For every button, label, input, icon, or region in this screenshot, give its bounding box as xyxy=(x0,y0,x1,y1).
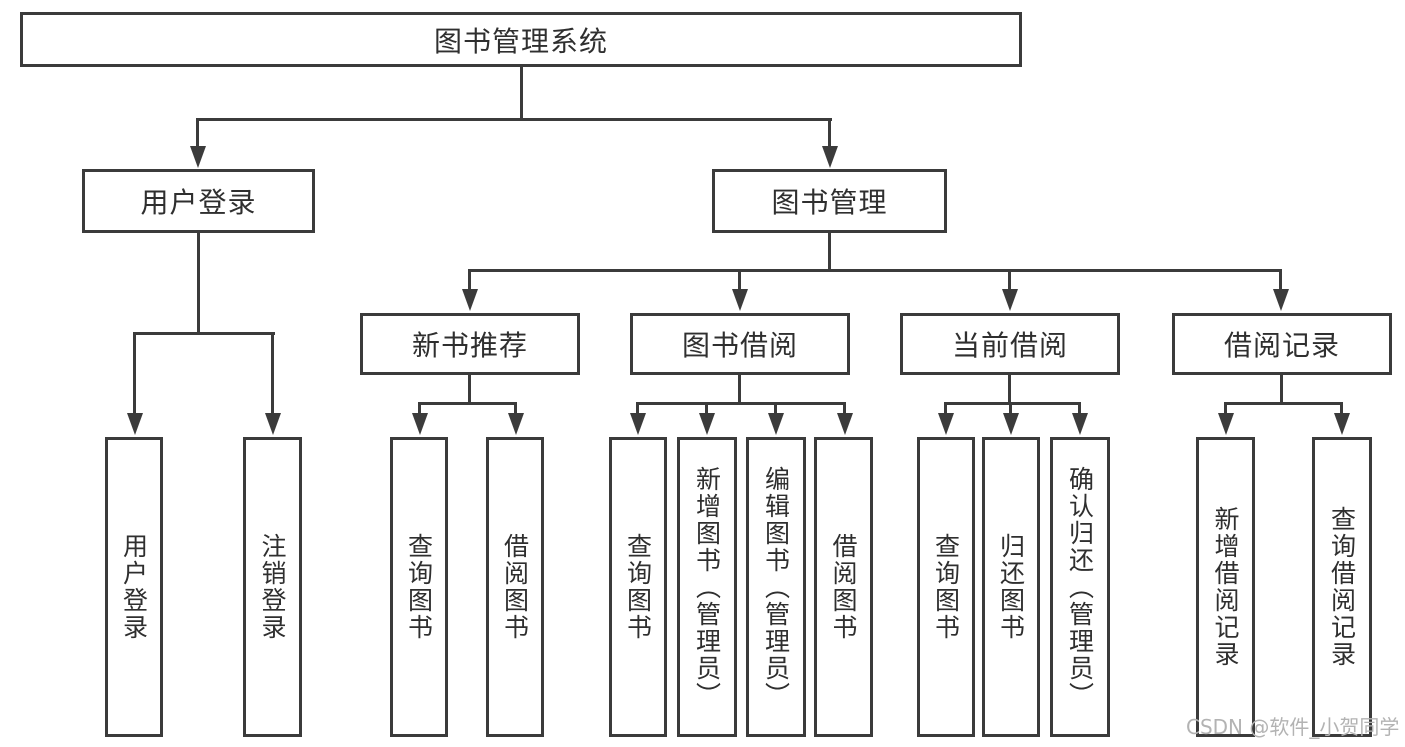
node-label: 用户登录 xyxy=(140,186,257,219)
arrowhead-down xyxy=(1273,289,1289,311)
arrowhead-down xyxy=(1072,413,1088,435)
leaf-add-books-admin: 新增图书（管理员） xyxy=(677,437,737,737)
connector-line xyxy=(520,67,523,120)
leaf-label: 确认归还（管理员） xyxy=(1065,465,1095,709)
arrowhead-down xyxy=(822,146,838,168)
leaf-logout: 注销登录 xyxy=(243,437,302,737)
leaf-label: 查询借阅记录 xyxy=(1327,506,1357,668)
leaf-label: 查询图书 xyxy=(623,533,653,641)
connector-line xyxy=(1008,269,1011,290)
arrowhead-down xyxy=(938,413,954,435)
connector-line xyxy=(418,402,517,405)
connector-line xyxy=(418,402,421,415)
connector-line xyxy=(1008,375,1011,404)
connector-line xyxy=(196,118,199,146)
connector-line xyxy=(468,269,471,290)
connector-line xyxy=(1280,375,1283,404)
arrowhead-down xyxy=(462,289,478,311)
node-new-book-recommendation: 新书推荐 xyxy=(360,313,580,375)
arrowhead-down xyxy=(1002,289,1018,311)
node-label: 新书推荐 xyxy=(411,329,528,362)
connector-line xyxy=(944,402,947,415)
connector-line xyxy=(271,332,274,413)
leaf-query-books-current: 查询图书 xyxy=(917,437,975,737)
leaf-edit-books-admin: 编辑图书（管理员） xyxy=(746,437,806,737)
leaf-query-books-borrowing: 查询图书 xyxy=(609,437,667,737)
node-label: 借阅记录 xyxy=(1223,329,1340,362)
connector-line xyxy=(197,233,200,334)
arrowhead-down xyxy=(837,413,853,435)
connector-line xyxy=(468,269,1282,272)
arrowhead-down xyxy=(190,146,206,168)
node-label: 当前借阅 xyxy=(951,329,1068,362)
leaf-query-books-recommendation: 查询图书 xyxy=(390,437,448,737)
node-user-login: 用户登录 xyxy=(82,169,315,233)
connector-line xyxy=(1009,402,1012,415)
arrowhead-down xyxy=(630,413,646,435)
node-label: 图书管理系统 xyxy=(433,24,608,58)
connector-line xyxy=(843,402,846,415)
leaf-return-books: 归还图书 xyxy=(982,437,1040,737)
connector-line xyxy=(1224,402,1227,415)
arrowhead-down xyxy=(768,413,784,435)
leaf-label: 查询图书 xyxy=(404,533,434,641)
arrowhead-down xyxy=(1003,413,1019,435)
leaf-user-login: 用户登录 xyxy=(105,437,163,737)
connector-line xyxy=(828,233,831,271)
connector-line xyxy=(514,402,517,415)
arrowhead-down xyxy=(508,413,524,435)
arrowhead-down xyxy=(127,413,143,435)
node-book-management: 图书管理 xyxy=(712,169,947,233)
leaf-add-borrow-record: 新增借阅记录 xyxy=(1196,437,1255,737)
arrowhead-down xyxy=(1218,413,1234,435)
node-label: 图书借阅 xyxy=(681,329,798,362)
leaf-label: 借阅图书 xyxy=(829,533,858,641)
arrowhead-down xyxy=(1334,413,1350,435)
connector-line xyxy=(705,402,708,415)
node-label: 图书管理 xyxy=(771,186,888,219)
leaf-label: 归还图书 xyxy=(996,533,1026,641)
connector-line xyxy=(636,402,846,405)
connector-line xyxy=(738,375,741,404)
leaf-label: 查询图书 xyxy=(931,533,961,641)
leaf-label: 编辑图书（管理员） xyxy=(761,465,791,709)
connector-line xyxy=(738,269,741,290)
connector-line xyxy=(774,402,777,415)
connector-line xyxy=(133,332,275,335)
node-root-library-system: 图书管理系统 xyxy=(20,12,1022,67)
connector-line xyxy=(1340,402,1343,415)
csdn-watermark: CSDN @软件_小贺同学 xyxy=(1186,715,1400,739)
arrowhead-down xyxy=(265,413,281,435)
leaf-label: 借阅图书 xyxy=(500,533,530,641)
leaf-borrow-books-recommendation: 借阅图书 xyxy=(486,437,544,737)
arrowhead-down xyxy=(699,413,715,435)
connector-line xyxy=(133,332,136,413)
arrowhead-down xyxy=(412,413,428,435)
leaf-label: 用户登录 xyxy=(119,533,149,641)
connector-line xyxy=(1078,402,1081,415)
connector-line xyxy=(944,402,1081,405)
connector-line xyxy=(468,375,471,404)
connector-line xyxy=(1279,269,1282,290)
leaf-label: 注销登录 xyxy=(258,533,287,641)
node-current-borrowing: 当前借阅 xyxy=(900,313,1120,375)
connector-line xyxy=(828,118,831,146)
arrowhead-down xyxy=(732,289,748,311)
connector-line xyxy=(636,402,639,415)
connector-line xyxy=(196,118,832,121)
node-borrowing-records: 借阅记录 xyxy=(1172,313,1392,375)
leaf-confirm-return-admin: 确认归还（管理员） xyxy=(1050,437,1110,737)
leaf-borrow-books: 借阅图书 xyxy=(814,437,873,737)
connector-line xyxy=(1224,402,1343,405)
leaf-label: 新增图书（管理员） xyxy=(692,465,722,709)
leaf-query-borrow-record: 查询借阅记录 xyxy=(1312,437,1372,737)
node-book-borrowing: 图书借阅 xyxy=(630,313,850,375)
leaf-label: 新增借阅记录 xyxy=(1211,506,1240,668)
